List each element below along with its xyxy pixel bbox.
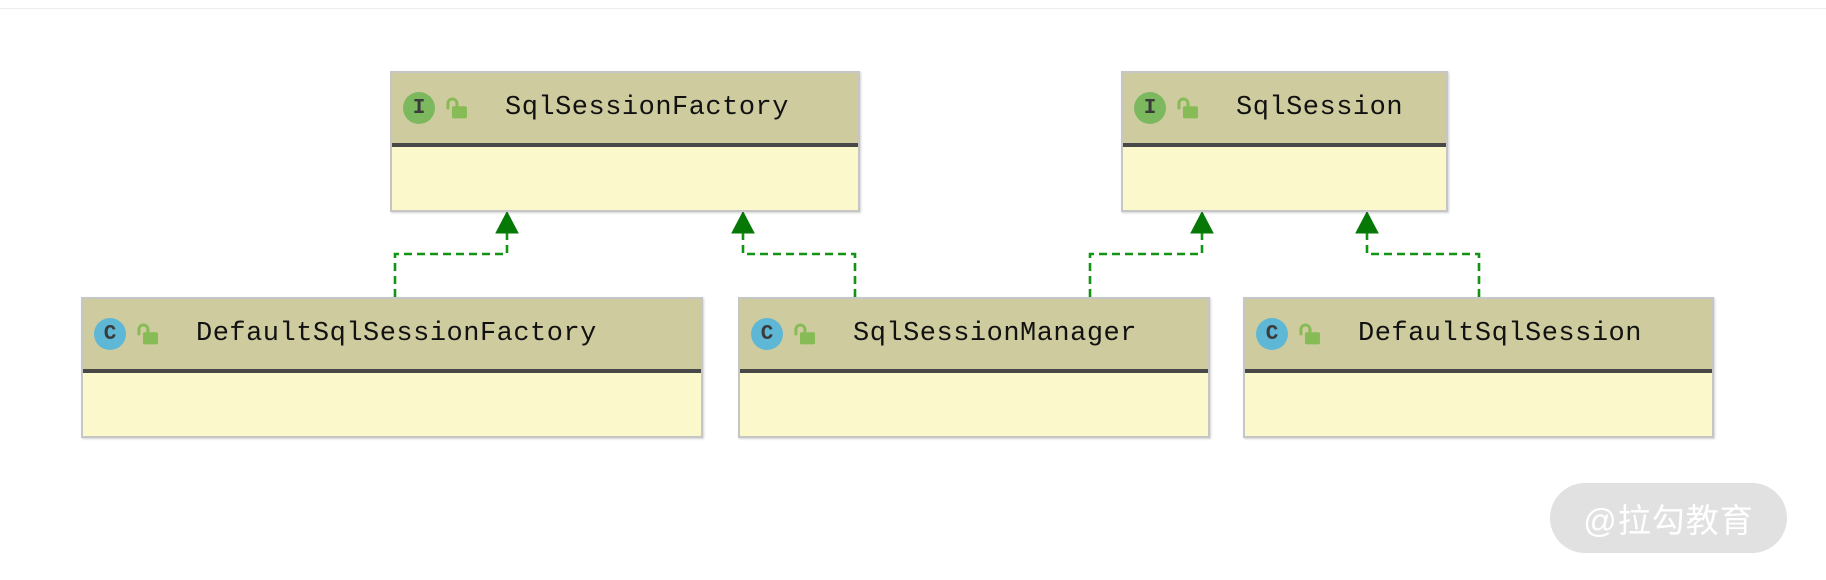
node-sqlsession[interactable]: I SqlSession — [1121, 71, 1448, 212]
edge-defaultsqlsession-implements-sqlsession — [1355, 210, 1481, 297]
node-separator — [83, 369, 701, 373]
class-icon: C — [751, 318, 783, 350]
page-top-divider — [0, 8, 1826, 9]
node-separator — [740, 369, 1208, 373]
interface-icon: I — [1134, 92, 1166, 124]
node-header: C DefaultSqlSessionFactory — [83, 299, 701, 369]
node-body — [740, 373, 1208, 436]
public-unlocked-icon — [1172, 93, 1202, 123]
node-header: C DefaultSqlSession — [1245, 299, 1712, 369]
node-body — [83, 373, 701, 436]
node-separator — [1123, 143, 1446, 147]
edge-sqlsessionmanager-implements-sqlsessionfactory — [731, 210, 857, 297]
node-label: SqlSessionFactory — [505, 93, 789, 123]
interface-icon: I — [403, 92, 435, 124]
node-label: DefaultSqlSession — [1358, 319, 1642, 349]
public-unlocked-icon — [441, 93, 471, 123]
public-unlocked-icon — [789, 319, 819, 349]
node-header: I SqlSessionFactory — [392, 73, 858, 143]
implements-arrowhead-icon — [1190, 210, 1214, 234]
edge-sqlsessionmanager-implements-sqlsession — [1088, 210, 1214, 297]
node-body — [1245, 373, 1712, 436]
public-unlocked-icon — [1294, 319, 1324, 349]
class-icon: C — [94, 318, 126, 350]
public-unlocked-icon — [132, 319, 162, 349]
node-body — [1123, 147, 1446, 210]
implements-arrowhead-icon — [495, 210, 519, 234]
node-defaultsqlsession[interactable]: C DefaultSqlSession — [1243, 297, 1714, 438]
node-body — [392, 147, 858, 210]
implements-arrowhead-icon — [731, 210, 755, 234]
implements-arrowhead-icon — [1355, 210, 1379, 234]
edge-defaultsqlsessionfactory-implements-sqlsessionfactory — [393, 210, 519, 297]
class-icon: C — [1256, 318, 1288, 350]
node-label: SqlSession — [1236, 93, 1404, 123]
node-sqlsessionmanager[interactable]: C SqlSessionManager — [738, 297, 1210, 438]
watermark-badge: @拉勾教育 — [1550, 483, 1787, 553]
node-separator — [392, 143, 858, 147]
node-label: DefaultSqlSessionFactory — [196, 319, 597, 349]
node-separator — [1245, 369, 1712, 373]
node-sqlsessionfactory[interactable]: I SqlSessionFactory — [390, 71, 860, 212]
node-label: SqlSessionManager — [853, 319, 1137, 349]
node-defaultsqlsessionfactory[interactable]: C DefaultSqlSessionFactory — [81, 297, 703, 438]
node-header: I SqlSession — [1123, 73, 1446, 143]
node-header: C SqlSessionManager — [740, 299, 1208, 369]
